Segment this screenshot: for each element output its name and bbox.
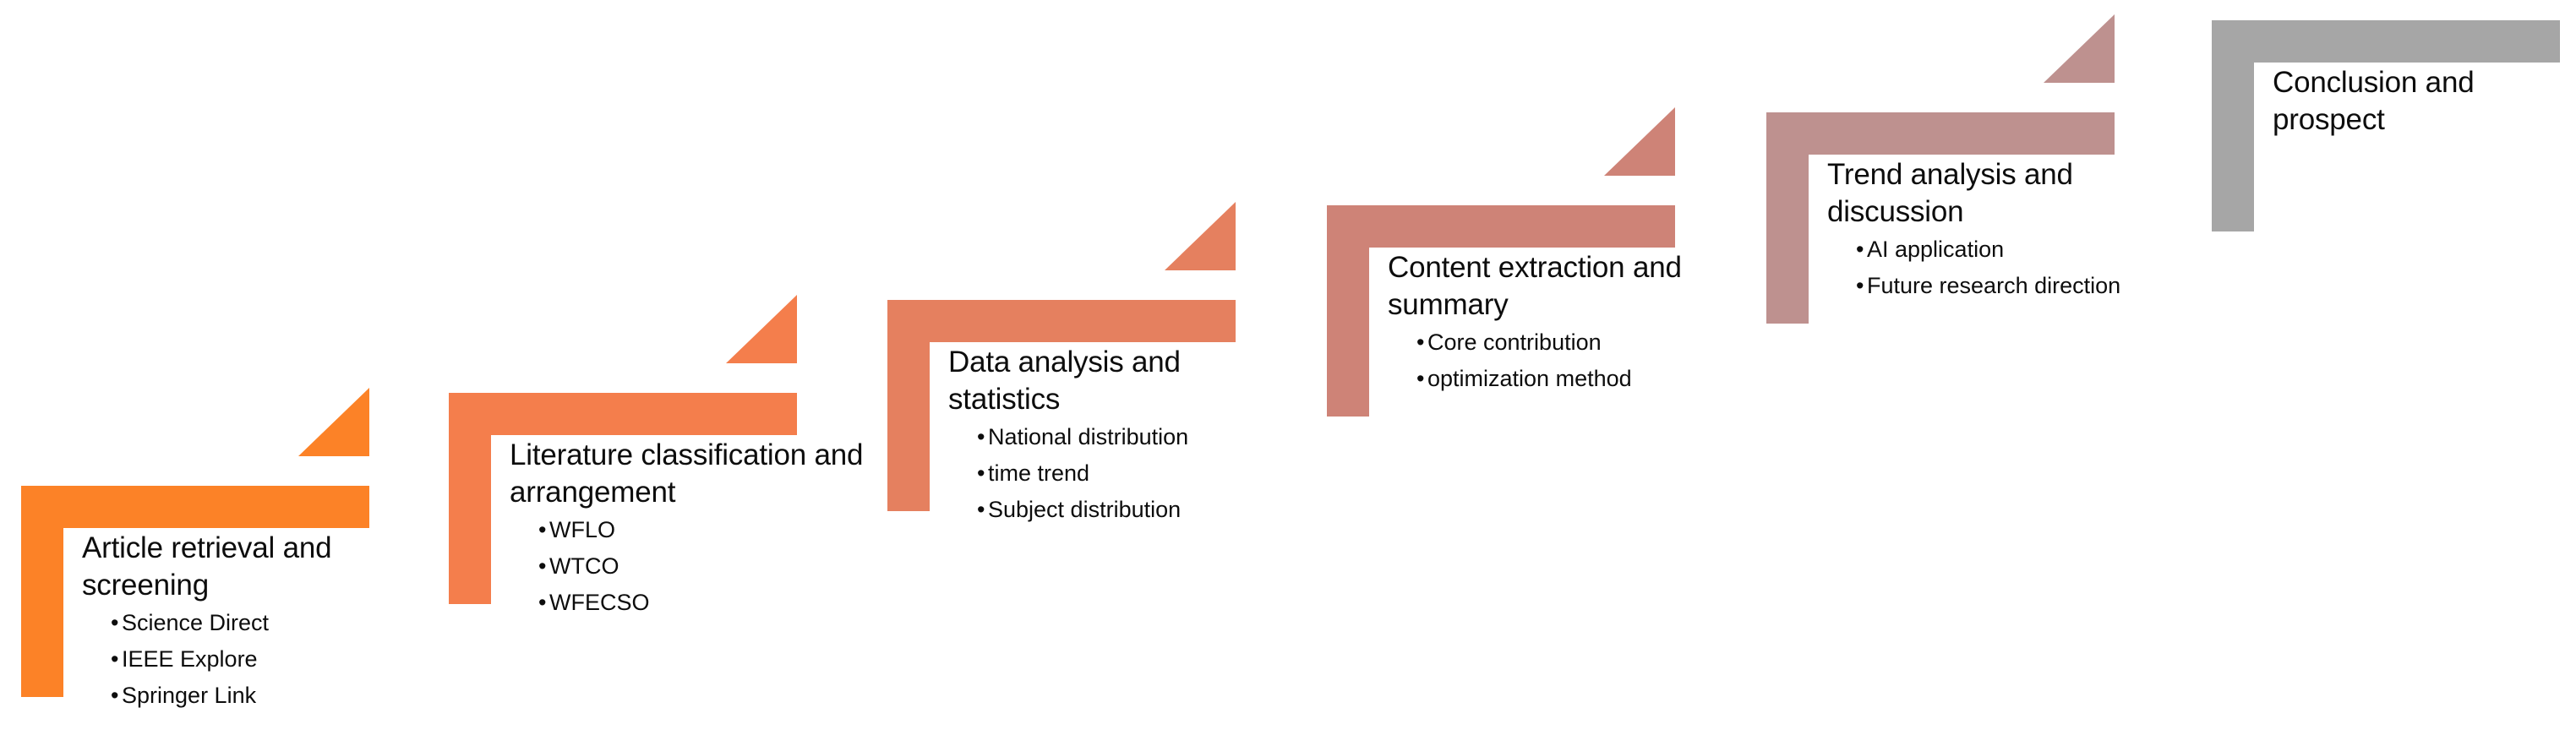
step-3-accent-triangle	[1165, 202, 1236, 270]
list-item: •National distribution	[977, 423, 1227, 451]
list-item: •time trend	[977, 460, 1227, 487]
list-item: •Core contribution	[1416, 329, 1692, 357]
step-5-bullet-list: •AI application •Future research directi…	[1827, 236, 2123, 300]
step-3-bullet-3: Subject distribution	[988, 497, 1182, 522]
step-2-text-block: Literature classification and arrangemen…	[510, 437, 865, 625]
step-4-title: Content extraction and summary	[1388, 251, 1682, 321]
bullet-icon: •	[111, 610, 119, 635]
step-3-text-block: Data analysis and statistics •National d…	[948, 344, 1227, 532]
step-4-bracket-top-arm	[1327, 205, 1675, 248]
bullet-icon: •	[977, 460, 985, 486]
bullet-icon: •	[538, 590, 547, 615]
bullet-icon: •	[977, 424, 985, 449]
list-item: •WFECSO	[538, 589, 865, 617]
step-1-bullet-3: Springer Link	[122, 683, 257, 708]
bullet-icon: •	[1856, 273, 1864, 298]
step-1-title: Article retrieval and screening	[82, 531, 332, 602]
bullet-icon: •	[538, 517, 547, 542]
bullet-icon: •	[977, 497, 985, 522]
step-2-bullet-3: WFECSO	[549, 590, 650, 615]
bullet-icon: •	[111, 646, 119, 672]
step-3-bullet-list: •National distribution •time trend •Subj…	[948, 423, 1227, 524]
step-3-title: Data analysis and statistics	[948, 346, 1181, 416]
list-item: •WTCO	[538, 553, 865, 580]
step-5-bracket-left-arm	[1766, 112, 1809, 324]
step-6-title: Conclusion and prospect	[2273, 66, 2475, 136]
step-4-bullet-2: optimization method	[1427, 366, 1632, 391]
step-3-bullet-1: National distribution	[988, 424, 1189, 449]
step-1-bullet-1: Science Direct	[122, 610, 270, 635]
step-5-accent-triangle	[2044, 14, 2115, 83]
list-item: •WFLO	[538, 516, 865, 544]
bullet-icon: •	[111, 683, 119, 708]
step-4-bracket-left-arm	[1327, 205, 1369, 417]
bullet-icon: •	[1416, 329, 1425, 355]
step-1-text-block: Article retrieval and screening •Science…	[82, 530, 386, 718]
step-1-bracket-left-arm	[21, 486, 63, 697]
step-2-bullet-2: WTCO	[549, 553, 619, 579]
step-6-bracket-left-arm	[2212, 20, 2254, 231]
step-2-bullet-list: •WFLO •WTCO •WFECSO	[510, 516, 865, 617]
list-item: •optimization method	[1416, 365, 1692, 393]
list-item: •AI application	[1856, 236, 2123, 264]
step-3-bracket-top-arm	[887, 300, 1236, 342]
list-item: •Springer Link	[111, 682, 386, 710]
step-1-bullet-list: •Science Direct •IEEE Explore •Springer …	[82, 609, 386, 710]
list-item: •IEEE Explore	[111, 645, 386, 673]
step-3-bracket-left-arm	[887, 300, 930, 511]
list-item: •Science Direct	[111, 609, 386, 637]
step-4-bullet-1: Core contribution	[1427, 329, 1602, 355]
step-5-bracket-top-arm	[1766, 112, 2115, 155]
step-5-bullet-1: AI application	[1867, 237, 2005, 262]
step-2-bracket-top-arm	[449, 393, 797, 435]
step-6-bracket-top-arm	[2212, 20, 2560, 63]
step-5-title: Trend analysis and discussion	[1827, 158, 2073, 228]
bullet-icon: •	[1856, 237, 1864, 262]
step-1-accent-triangle	[298, 388, 369, 456]
step-4-text-block: Content extraction and summary •Core con…	[1388, 249, 1692, 401]
step-5-text-block: Trend analysis and discussion •AI applic…	[1827, 156, 2123, 308]
step-2-bracket-left-arm	[449, 393, 491, 604]
step-3-bullet-2: time trend	[988, 460, 1090, 486]
step-4-accent-triangle	[1604, 107, 1675, 176]
step-2-bullet-1: WFLO	[549, 517, 615, 542]
list-item: •Subject distribution	[977, 496, 1227, 524]
step-2-accent-triangle	[726, 295, 797, 363]
step-4-bullet-list: •Core contribution •optimization method	[1388, 329, 1692, 393]
step-6-text-block: Conclusion and prospect	[2273, 64, 2551, 139]
step-1-bracket-top-arm	[21, 486, 369, 528]
bullet-icon: •	[538, 553, 547, 579]
bullet-icon: •	[1416, 366, 1425, 391]
step-5-bullet-2: Future research direction	[1867, 273, 2121, 298]
list-item: •Future research direction	[1856, 272, 2123, 300]
step-2-title: Literature classification and arrangemen…	[510, 438, 864, 509]
step-1-bullet-2: IEEE Explore	[122, 646, 258, 672]
